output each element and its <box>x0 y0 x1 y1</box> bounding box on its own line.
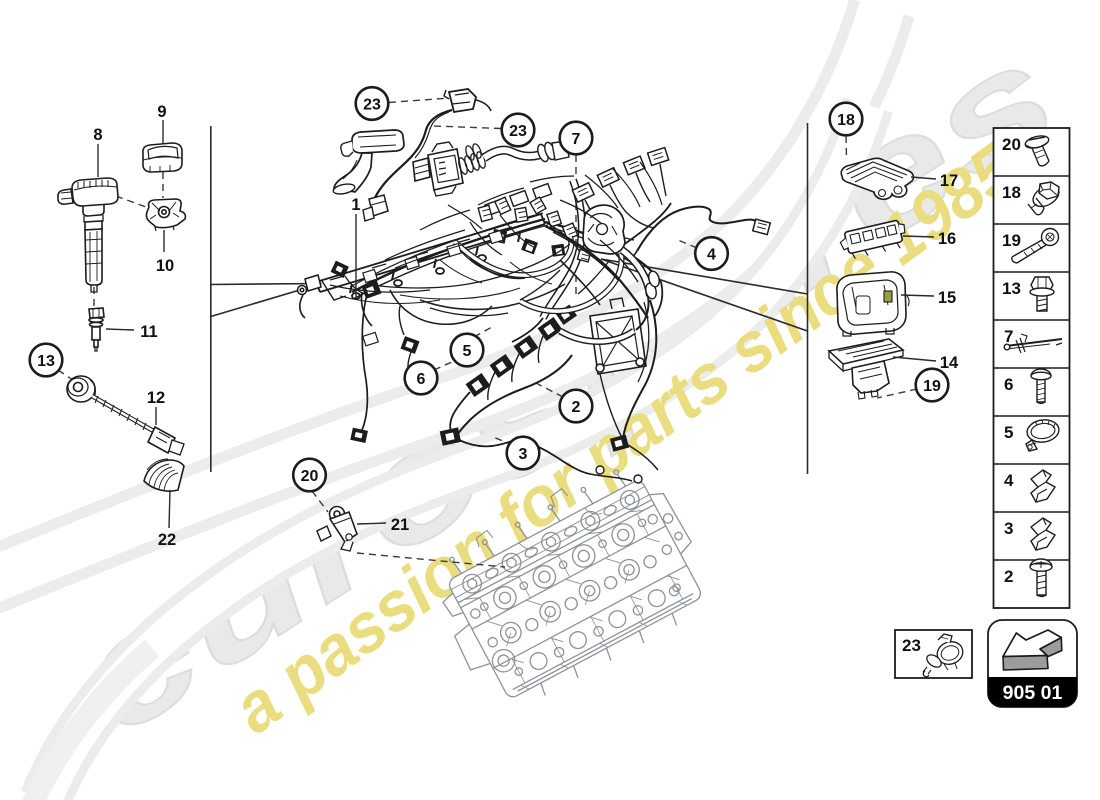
svg-text:14: 14 <box>940 354 959 372</box>
svg-text:5: 5 <box>463 343 472 360</box>
svg-text:16: 16 <box>938 230 956 248</box>
svg-text:2: 2 <box>1004 567 1013 586</box>
svg-text:9: 9 <box>157 103 166 121</box>
svg-text:19: 19 <box>923 378 941 395</box>
svg-text:20: 20 <box>301 468 319 485</box>
svg-text:15: 15 <box>938 289 956 307</box>
svg-text:6: 6 <box>1004 375 1013 394</box>
svg-text:2: 2 <box>572 399 581 416</box>
svg-text:13: 13 <box>1002 279 1021 298</box>
svg-text:3: 3 <box>519 446 528 463</box>
svg-text:905 01: 905 01 <box>1003 682 1063 704</box>
svg-text:5: 5 <box>1004 423 1013 442</box>
svg-text:18: 18 <box>837 112 855 129</box>
svg-text:7: 7 <box>572 131 581 148</box>
svg-text:20: 20 <box>1002 135 1021 154</box>
svg-text:17: 17 <box>940 172 958 190</box>
svg-text:11: 11 <box>140 323 157 341</box>
svg-text:7: 7 <box>1004 327 1013 346</box>
svg-text:23: 23 <box>902 636 921 655</box>
svg-text:10: 10 <box>156 257 174 275</box>
svg-text:6: 6 <box>417 371 426 388</box>
svg-text:12: 12 <box>147 389 165 407</box>
svg-text:18: 18 <box>1002 183 1021 202</box>
svg-text:23: 23 <box>509 123 527 140</box>
svg-text:19: 19 <box>1002 231 1021 250</box>
svg-text:21: 21 <box>391 516 409 534</box>
svg-text:3: 3 <box>1004 519 1013 538</box>
svg-text:22: 22 <box>158 531 176 549</box>
svg-text:1: 1 <box>351 196 360 214</box>
svg-text:13: 13 <box>37 353 55 370</box>
svg-text:23: 23 <box>363 97 381 114</box>
svg-text:4: 4 <box>707 247 716 264</box>
svg-text:4: 4 <box>1004 471 1014 490</box>
svg-text:8: 8 <box>93 126 102 144</box>
